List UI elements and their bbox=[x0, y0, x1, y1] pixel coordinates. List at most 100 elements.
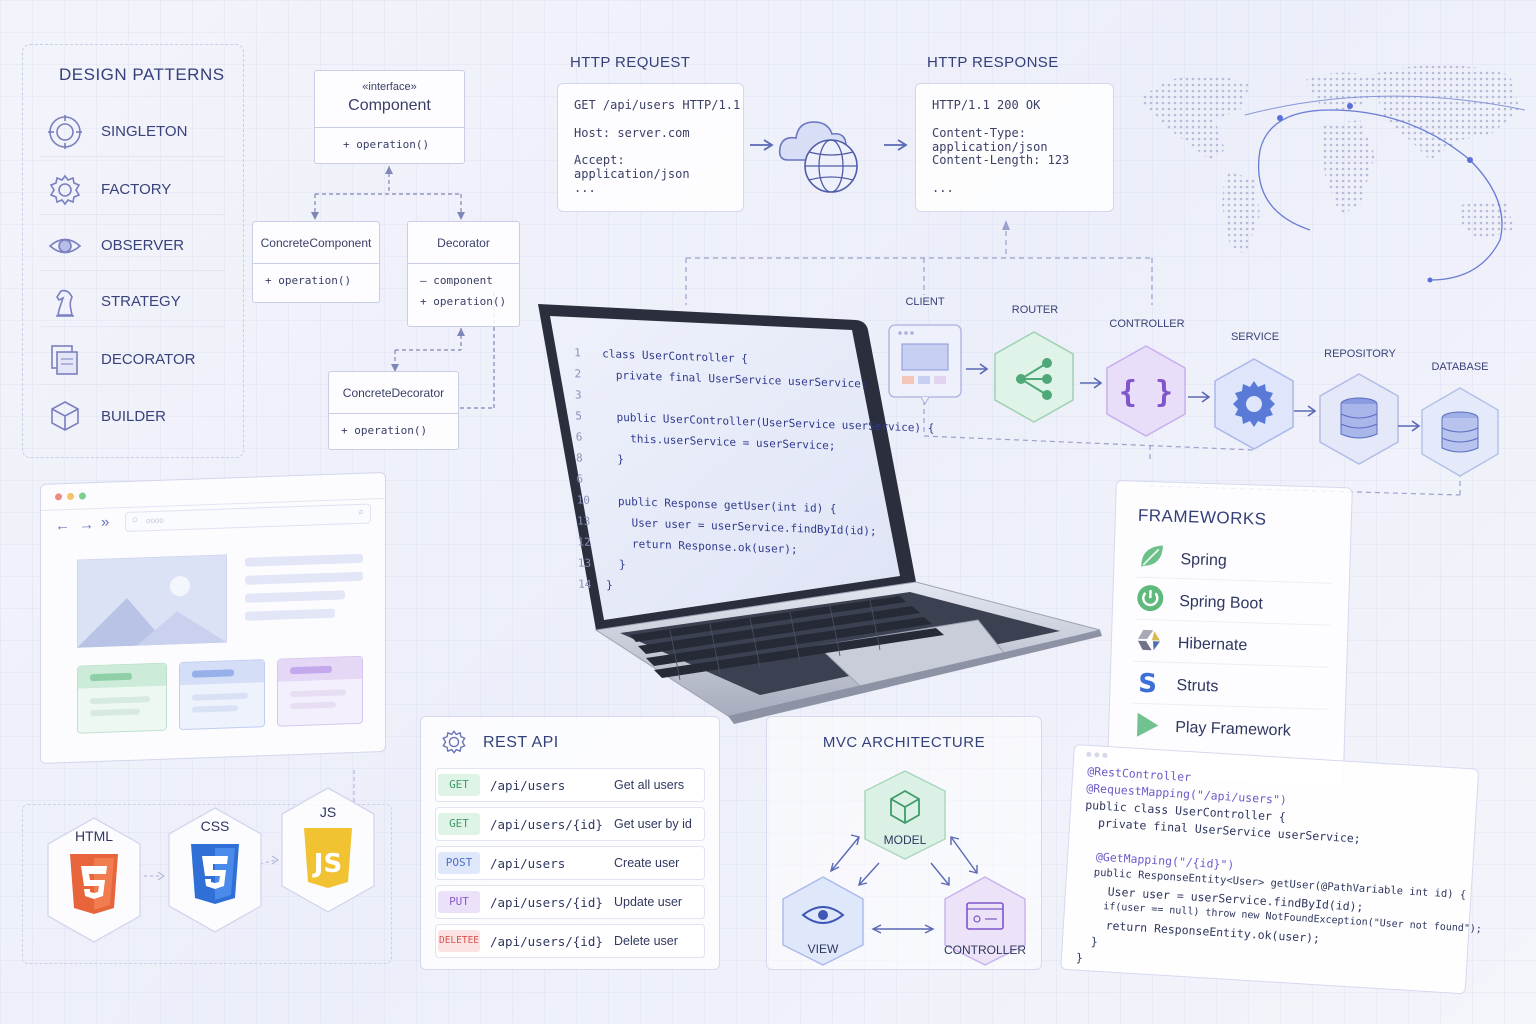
framework-item-struts[interactable]: S Struts bbox=[1131, 665, 1330, 710]
text-placeholder bbox=[245, 590, 345, 603]
uml-stereotype: «interface» bbox=[362, 81, 417, 93]
text-placeholder bbox=[245, 571, 363, 585]
endpoint-path: /api/users bbox=[490, 777, 566, 793]
pattern-item-builder[interactable]: BUILDER bbox=[41, 391, 225, 441]
target-icon bbox=[47, 114, 83, 150]
http-request-box: GET /api/users HTTP/1.1 Host: server.com… bbox=[557, 83, 744, 212]
uml-concrete-component-box: ConcreteComponent + operation() bbox=[252, 221, 380, 303]
maximize-dot-icon[interactable] bbox=[79, 492, 86, 500]
cube-icon bbox=[47, 398, 83, 434]
endpoint-row[interactable]: GET /api/users Get all users bbox=[435, 768, 705, 802]
pipeline-label-router: ROUTER bbox=[1011, 304, 1059, 316]
line-number: 6 bbox=[575, 430, 583, 444]
pattern-item-singleton[interactable]: SINGLETON bbox=[41, 107, 225, 157]
framework-item-play[interactable]: Play Framework bbox=[1131, 708, 1328, 752]
forward-arrow-icon[interactable]: → bbox=[79, 516, 94, 534]
endpoint-description: Delete user bbox=[614, 934, 678, 948]
design-patterns-title: DESIGN PATTERNS bbox=[59, 65, 225, 84]
database-icon[interactable] bbox=[1420, 386, 1500, 478]
client-window-icon[interactable] bbox=[888, 322, 962, 408]
content-card-blue[interactable] bbox=[179, 659, 265, 731]
content-card-green[interactable] bbox=[77, 662, 167, 734]
uml-field: – component bbox=[420, 274, 493, 287]
endpoint-row[interactable]: POST /api/users Create user bbox=[435, 846, 705, 880]
code-line: class UserController { bbox=[602, 347, 748, 366]
method-badge-get: GET bbox=[438, 774, 480, 796]
mvc-controller-label: CONTROLLER bbox=[943, 943, 1026, 957]
uml-operation: + operation() bbox=[265, 274, 352, 287]
double-chevron-icon[interactable]: » bbox=[101, 513, 110, 531]
css3-icon[interactable] bbox=[165, 802, 265, 936]
router-icon[interactable] bbox=[993, 330, 1075, 424]
code-line: } bbox=[606, 578, 613, 592]
close-dot-icon[interactable] bbox=[55, 493, 62, 501]
laptop-screen-code: 1 2 3 5 6 8 6 10 13 12 13 14 class UserC… bbox=[566, 342, 934, 634]
framework-item-hibernate[interactable]: Hibernate bbox=[1133, 623, 1331, 668]
http-request-title: HTTP REQUEST bbox=[570, 54, 691, 71]
framework-item-spring[interactable]: Spring bbox=[1135, 539, 1334, 584]
hibernate-icon bbox=[1133, 625, 1164, 661]
minimize-dot-icon[interactable] bbox=[67, 492, 74, 501]
framework-label: Hibernate bbox=[1177, 634, 1248, 654]
pattern-label: BUILDER bbox=[101, 407, 167, 425]
play-icon bbox=[1131, 709, 1162, 745]
pattern-item-observer[interactable]: OBSERVER bbox=[41, 221, 225, 271]
repository-database-icon[interactable] bbox=[1318, 372, 1400, 466]
framework-label: Struts bbox=[1176, 676, 1219, 695]
controller-braces-icon[interactable]: { } bbox=[1105, 344, 1187, 438]
line-number: 6 bbox=[576, 472, 584, 486]
arrow-icon bbox=[1294, 405, 1317, 417]
http-request-line: ... bbox=[574, 180, 596, 195]
svg-text:{ }: { } bbox=[1119, 375, 1173, 410]
js-icon[interactable]: JS bbox=[278, 782, 378, 916]
line-number: 12 bbox=[577, 535, 591, 549]
uml-concrete-decorator-box: ConcreteDecorator + operation() bbox=[328, 371, 459, 450]
content-card-purple[interactable] bbox=[277, 655, 363, 727]
text-placeholder bbox=[245, 608, 335, 621]
pattern-item-strategy[interactable]: STRATEGY bbox=[41, 277, 225, 327]
spring-leaf-icon bbox=[1136, 541, 1167, 577]
endpoint-description: Create user bbox=[614, 856, 680, 870]
rest-api-title: REST API bbox=[483, 734, 559, 751]
html-label: HTML bbox=[74, 828, 114, 844]
pattern-label: SINGLETON bbox=[101, 123, 188, 140]
cloud-globe-icon bbox=[750, 121, 908, 193]
framework-item-spring-boot[interactable]: Spring Boot bbox=[1134, 581, 1332, 626]
endpoint-path: /api/users/{id} bbox=[490, 894, 603, 910]
arrow-icon bbox=[1080, 377, 1103, 389]
mvc-view-label: VIEW bbox=[807, 942, 839, 956]
service-gear-icon[interactable] bbox=[1213, 357, 1295, 451]
eye-icon bbox=[47, 228, 83, 264]
line-number: 13 bbox=[577, 514, 591, 528]
method-badge-put: PUT bbox=[438, 891, 480, 913]
js-label: JS bbox=[319, 804, 337, 820]
http-request-line: GET /api/users HTTP/1.1 bbox=[574, 98, 741, 112]
code-line: } bbox=[605, 557, 626, 572]
back-arrow-icon[interactable]: ← bbox=[55, 516, 70, 535]
endpoint-row[interactable]: GET /api/users/{id} Get user by id bbox=[435, 807, 705, 841]
search-input[interactable]: ○ oooo ⌕ bbox=[125, 503, 371, 533]
method-badge-post: POST bbox=[438, 852, 480, 874]
pattern-item-factory[interactable]: FACTORY bbox=[41, 165, 225, 215]
endpoint-row[interactable]: DELETEE /api/users/{id} Delete user bbox=[435, 924, 705, 958]
line-number: 13 bbox=[577, 556, 592, 570]
uml-class-name: ConcreteComponent bbox=[253, 222, 379, 264]
uml-class-name: Decorator bbox=[408, 222, 519, 264]
line-number: 5 bbox=[575, 409, 583, 423]
endpoint-description: Update user bbox=[614, 895, 683, 909]
uml-operation: + operation() bbox=[343, 138, 430, 151]
text-placeholder bbox=[245, 553, 363, 567]
world-map-graphic bbox=[1140, 65, 1526, 283]
pipeline-label-repository: REPOSITORY bbox=[1324, 348, 1396, 360]
uml-class-name: Component bbox=[348, 97, 431, 114]
endpoint-path: /api/users bbox=[490, 855, 566, 871]
frameworks-title: FRAMEWORKS bbox=[1137, 505, 1267, 529]
struts-icon: S bbox=[1132, 667, 1163, 703]
endpoint-row[interactable]: PUT /api/users/{id} Update user bbox=[435, 885, 705, 919]
html5-icon[interactable] bbox=[44, 812, 144, 946]
line-number: 2 bbox=[574, 367, 582, 381]
pattern-label: OBSERVER bbox=[101, 237, 185, 254]
pattern-item-decorator[interactable]: DECORATOR bbox=[41, 335, 225, 385]
code-line: return Response.ok(user); bbox=[605, 536, 798, 557]
frameworks-panel: FRAMEWORKS Spring Spring Boot Hibernate … bbox=[1106, 480, 1353, 788]
